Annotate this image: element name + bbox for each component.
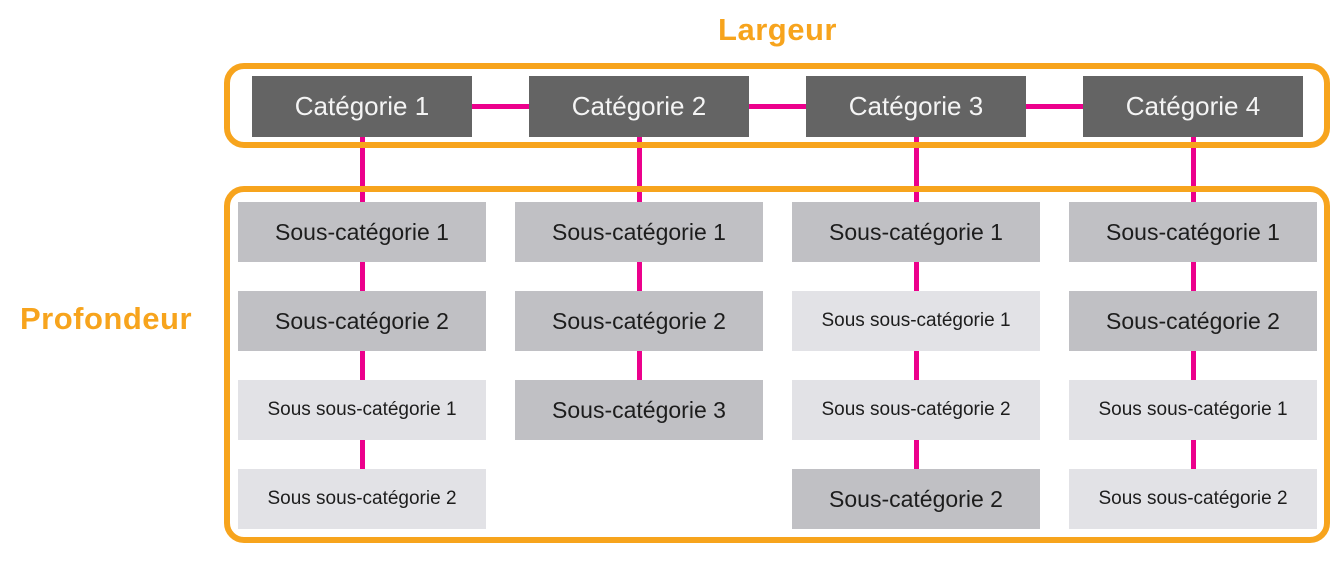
category-box: Catégorie 1: [252, 76, 472, 137]
subcategory-box: Sous-catégorie 1: [515, 202, 763, 262]
category-box: Catégorie 2: [529, 76, 749, 137]
connector-line: [1026, 104, 1083, 109]
connector-line: [637, 351, 642, 380]
connector-line: [360, 137, 365, 202]
subcategory-box: Sous-catégorie 2: [515, 291, 763, 351]
connector-line: [637, 262, 642, 291]
connector-line: [914, 262, 919, 291]
connector-line: [749, 104, 806, 109]
subsubcategory-box: Sous sous-catégorie 1: [1069, 380, 1317, 440]
connector-line: [1191, 262, 1196, 291]
connector-line: [914, 351, 919, 380]
subsubcategory-box: Sous sous-catégorie 2: [792, 380, 1040, 440]
connector-line: [360, 440, 365, 469]
connector-line: [1191, 137, 1196, 202]
width-axis-label: Largeur: [718, 12, 837, 47]
category-box: Catégorie 4: [1083, 76, 1303, 137]
subcategory-box: Sous-catégorie 3: [515, 380, 763, 440]
subcategory-box: Sous-catégorie 2: [1069, 291, 1317, 351]
subcategory-box: Sous-catégorie 2: [792, 469, 1040, 529]
subcategory-box: Sous-catégorie 1: [1069, 202, 1317, 262]
connector-line: [637, 137, 642, 202]
subsubcategory-box: Sous sous-catégorie 2: [238, 469, 486, 529]
subsubcategory-box: Sous sous-catégorie 2: [1069, 469, 1317, 529]
connector-line: [360, 262, 365, 291]
depth-axis-label: Profondeur: [19, 301, 193, 336]
connector-line: [914, 137, 919, 202]
connector-line: [472, 104, 529, 109]
subcategory-box: Sous-catégorie 1: [238, 202, 486, 262]
subcategory-box: Sous-catégorie 1: [792, 202, 1040, 262]
connector-line: [1191, 351, 1196, 380]
connector-line: [1191, 440, 1196, 469]
subcategory-box: Sous-catégorie 2: [238, 291, 486, 351]
subsubcategory-box: Sous sous-catégorie 1: [238, 380, 486, 440]
category-box: Catégorie 3: [806, 76, 1026, 137]
connector-line: [914, 440, 919, 469]
connector-line: [360, 351, 365, 380]
subsubcategory-box: Sous sous-catégorie 1: [792, 291, 1040, 351]
